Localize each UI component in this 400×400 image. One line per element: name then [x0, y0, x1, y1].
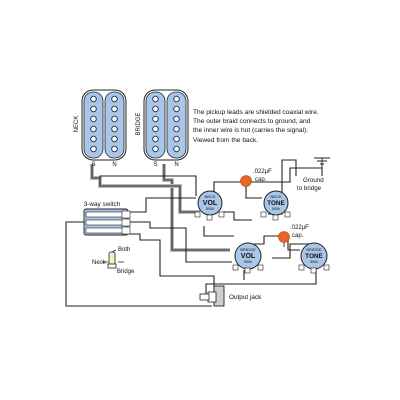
switch-position-both: Both	[118, 247, 130, 253]
switch-label: 3-way switch	[84, 201, 121, 208]
bridge-pickup-label: BRIDGE	[136, 112, 142, 135]
jack-label: Output jack	[229, 294, 262, 301]
bridge-pickup-north-label: N	[174, 162, 178, 168]
switch-position-indicator: Both Neck Bridge	[92, 247, 135, 275]
bridge-tone-pot: BRIDGE TONE 500k	[298, 242, 330, 274]
note-line-1: The pickup leads are shielded coaxial wi…	[193, 109, 319, 116]
output-jack: Output jack	[199, 285, 262, 307]
capacitor-icon	[278, 231, 290, 243]
neck-tone-value: 500k	[272, 207, 280, 211]
cap2-value: .022µF	[290, 225, 309, 231]
neck-pickup-coil-south	[83, 91, 104, 159]
neck-vol-top: NECK	[204, 194, 215, 199]
ground-to-bridge: Ground to bridge	[297, 157, 330, 192]
neck-volume-pot: NECK VOL 500k	[194, 190, 225, 221]
bridge-volume-pot: BRIDGE VOL 500k	[232, 242, 264, 274]
neck-tone-pot: NECK TONE 500k	[260, 190, 291, 221]
neck-pickup-north-label: N	[112, 162, 116, 168]
capacitor-icon	[240, 175, 252, 187]
bridge-tone-label: TONE	[305, 253, 323, 260]
neck-tone-capacitor: .022µF cap.	[240, 169, 272, 192]
note-line-2: The outer braid connects to ground, and	[193, 118, 311, 126]
bridge-tone-capacitor: .022µF cap.	[278, 225, 309, 247]
cap1-value: .022µF	[253, 169, 272, 175]
bridge-pickup-pole-pieces	[152, 95, 180, 153]
neck-vol-value: 500k	[206, 207, 214, 211]
neck-pickup-south-label: S	[91, 162, 95, 168]
bridge-tone-value: 500k	[310, 260, 318, 264]
ground-label-line1: Ground	[303, 177, 324, 184]
neck-vol-label: VOL	[203, 200, 218, 207]
bridge-pickup-coil-south	[145, 91, 166, 159]
cap2-unit: cap.	[292, 233, 304, 239]
bridge-pickup-south-label: S	[153, 162, 157, 168]
cap1-unit: cap.	[255, 177, 267, 183]
bridge-pickup-coil-north	[166, 91, 187, 159]
neck-tone-top: NECK	[270, 194, 281, 199]
switch-position-neck: Neck	[92, 260, 107, 266]
neck-pickup-pole-pieces	[90, 95, 118, 153]
bridge-pickup: S N BRIDGE	[136, 89, 189, 168]
ground-label-line2: to bridge	[297, 185, 322, 192]
neck-tone-label: TONE	[267, 200, 285, 207]
three-way-switch: 3-way switch	[83, 201, 131, 236]
note-line-3: the inner wire is hot (carries the signa…	[193, 127, 309, 135]
bridge-vol-top: BRIDGE	[240, 247, 256, 252]
neck-pickup-label: NECK	[74, 116, 80, 133]
note-line-4: Viewed from the back.	[193, 136, 259, 144]
neck-pickup-coil-north	[104, 91, 125, 159]
bridge-tone-top: BRIDGE	[306, 247, 322, 252]
bridge-vol-value: 500k	[244, 260, 252, 264]
shielded-wire-note: The pickup leads are shielded coaxial wi…	[193, 108, 363, 145]
neck-pickup: S N NECK	[74, 89, 127, 168]
bridge-vol-label: VOL	[241, 253, 256, 260]
switch-position-bridge: Bridge	[117, 269, 135, 275]
